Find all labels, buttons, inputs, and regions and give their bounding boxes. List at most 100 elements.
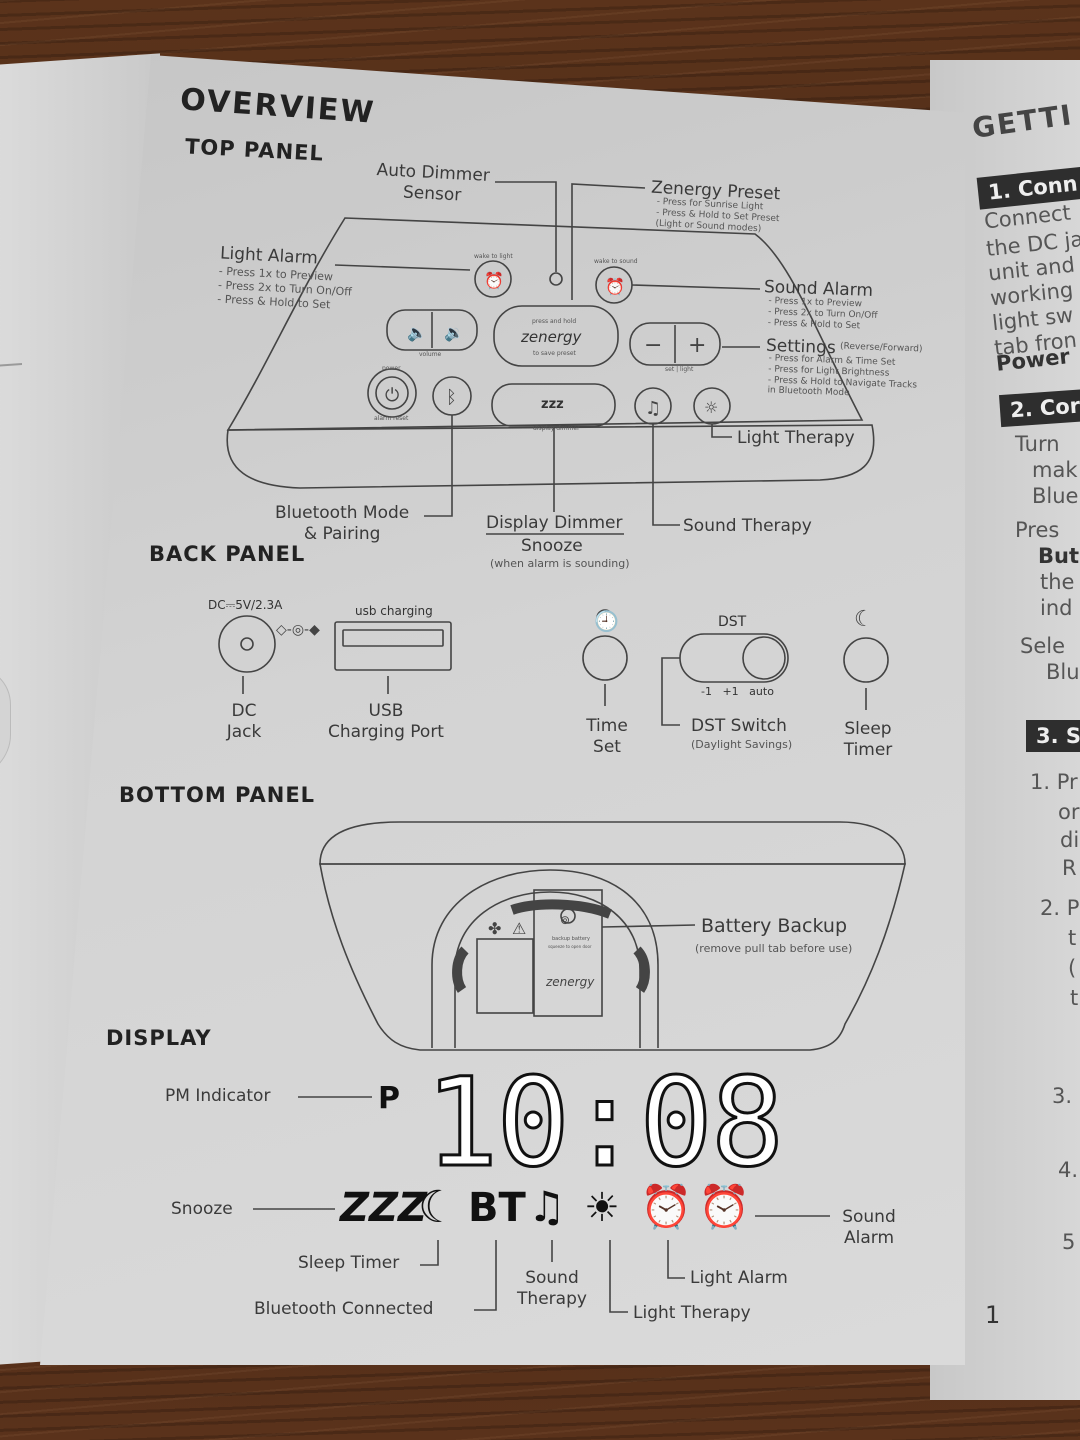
bluetooth-icon: ᛒ [446, 387, 457, 408]
right-line-23: t [1070, 986, 1079, 1010]
right-line-21: t [1068, 926, 1077, 950]
volume-down-icon: 🔈 [407, 323, 427, 342]
sleep-timer-display-label: Sleep Timer [298, 1253, 400, 1273]
right-line-26: 5 [1062, 1230, 1076, 1254]
light-therapy-display-label: Light Therapy [633, 1303, 751, 1323]
usb-charging-port [334, 621, 452, 671]
snooze-button [491, 383, 616, 427]
dst-label: DST [718, 614, 747, 630]
device-brand-label: zenergy [521, 328, 582, 346]
clock-icon: 🕘 [594, 609, 619, 633]
top-panel-base [226, 424, 875, 489]
sleep-timer-moon-icon: ☾ [418, 1182, 458, 1233]
battery-backup-label: Battery Backup [701, 915, 848, 937]
right-line-12: the [1040, 570, 1075, 594]
sound-therapy-display-icon: ♫ [528, 1182, 566, 1231]
right-line-14: Sele [1020, 634, 1066, 658]
dst-options: -1 +1 auto [701, 685, 774, 698]
top-panel-outline [226, 217, 864, 431]
dc-spec-label: DC⎓5V/2.3A [208, 598, 283, 612]
bottom-panel-heading: BOTTOM PANEL [119, 783, 316, 807]
settings-direction: (Reverse/Forward) [839, 341, 923, 355]
right-line-8: mak [1032, 458, 1078, 482]
right-line-11: But [1038, 544, 1079, 568]
usb-charging-small-label: usb charging [355, 604, 433, 618]
alarm-reset-small-label: alarm reset [374, 415, 409, 422]
dc-jack [218, 615, 276, 673]
time-set-label: Time Set [586, 716, 628, 758]
bluetooth-display-icon: BT [468, 1185, 526, 1231]
light-therapy-label: Light Therapy [737, 428, 855, 448]
set-light-small-label: set | light [665, 366, 694, 373]
right-line-24: 3. [1052, 1084, 1073, 1108]
right-line-17: or [1058, 800, 1080, 824]
right-line-19: R [1062, 856, 1077, 880]
dst-switch-label: DST Switch [691, 716, 787, 736]
right-line-13: ind [1040, 596, 1073, 620]
sleep-timer-back-label: Sleep Timer [843, 719, 893, 761]
fan-icon: ✤ [488, 919, 501, 938]
settings-buttons [629, 322, 721, 366]
back-panel-heading: BACK PANEL [149, 542, 306, 566]
bottom-panel-body [319, 863, 907, 1051]
light-alarm-notes: - Press 1x to Preview - Press 2x to Turn… [217, 264, 353, 311]
right-line-20: 2. P [1040, 896, 1080, 920]
right-line-9: Blue [1032, 484, 1079, 508]
bottom-panel-top [319, 821, 906, 865]
right-line-10: Pres [1015, 518, 1060, 542]
dst-note: (Daylight Savings) [691, 738, 793, 751]
sun-icon: ☼ [704, 398, 718, 417]
power-button [367, 368, 417, 418]
volume-up-icon: 🔉 [444, 323, 464, 342]
wake-to-light-label: wake to light [474, 253, 513, 260]
right-line-25: 4. [1058, 1158, 1079, 1182]
light-alarm-button [474, 260, 512, 298]
save-preset-small-label: to save preset [533, 350, 576, 357]
time-set-button [582, 635, 628, 681]
snooze-note: (when alarm is sounding) [490, 557, 630, 570]
bluetooth-mode-label: Bluetooth Mode & Pairing [275, 503, 410, 545]
right-section-3: 3. S [1026, 720, 1080, 752]
sound-alarm-notes: - Press 1x to Preview - Press 2x to Turn… [767, 296, 878, 331]
display-dimmer-small-label: display dimmer [533, 425, 580, 432]
volume-buttons [386, 309, 478, 351]
bluetooth-connected-label: Bluetooth Connected [254, 1299, 434, 1319]
warning-icon: ⚠ [512, 919, 526, 938]
display-time: 10:08 [423, 1052, 785, 1194]
top-panel-heading: TOP PANEL [184, 134, 325, 166]
display-dimmer-label: Display Dimmer [486, 513, 623, 533]
polarity-icon: ◇-◎-◆ [276, 622, 320, 638]
sound-alarm-display-label: Sound Alarm [842, 1207, 896, 1249]
right-line-15: Blu [1046, 660, 1080, 684]
battery-door [533, 889, 603, 1017]
pm-indicator-label: PM Indicator [165, 1086, 271, 1106]
zenergy-preset-notes: - Press for Sunrise Light - Press & Hold… [655, 196, 780, 234]
minus-icon: − [644, 333, 662, 358]
battery-compartment-outer [431, 869, 659, 1048]
bottom-brand-label: zenergy [546, 975, 595, 989]
sound-alarm-display-icon: ⏰ [698, 1182, 751, 1231]
right-line-7: Turn [1015, 432, 1060, 456]
right-line-22: ( [1068, 956, 1077, 980]
snooze-display-icon: ZZZ [340, 1185, 428, 1231]
pm-indicator: P [378, 1081, 400, 1116]
manual-page [40, 55, 965, 1365]
zzz-button-label: zzz [541, 397, 564, 412]
music-note-icon: ♫ [645, 398, 661, 419]
light-alarm-display-icon: ⏰ [640, 1182, 693, 1231]
sleep-timer-button [843, 637, 889, 683]
page-title: OVERVIEW [179, 82, 377, 131]
right-line-18: di [1060, 828, 1080, 852]
zenergy-preset-button [493, 305, 619, 367]
auto-dimmer-label: Auto Dimmer Sensor [376, 160, 491, 206]
page-number: 1 [985, 1301, 1001, 1329]
display-heading: DISPLAY [106, 1026, 212, 1050]
volume-small-label: volume [419, 351, 442, 358]
snooze-display-label: Snooze [171, 1199, 233, 1219]
plus-icon: + [688, 333, 706, 358]
usb-port-label: USB Charging Port [328, 701, 444, 743]
alarm-clock-icon: ⏰ [484, 271, 504, 290]
